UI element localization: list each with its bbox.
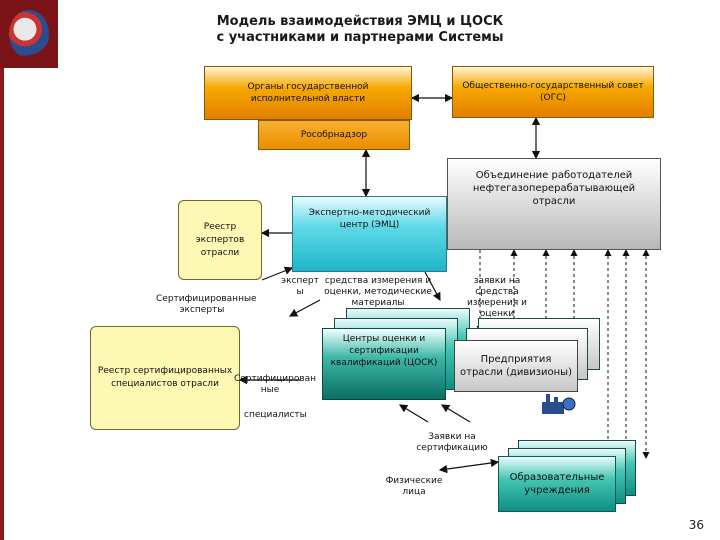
arrow-emc-centers-means <box>424 271 441 302</box>
public-council-box: Общественно-государственный совет (ОГС) <box>452 66 654 118</box>
registry-specialists-scroll: Реестр сертифицированных специалистов от… <box>90 326 240 430</box>
label-applications-means: заявки на средства измерения и оценки <box>466 276 528 319</box>
centers-box: Центры оценки и сертификации квалификаци… <box>322 328 446 400</box>
gov-bodies-box: Органы государственной исполнительной вл… <box>204 66 412 120</box>
logo-icon <box>9 10 49 58</box>
left-accent-line <box>0 68 4 540</box>
emc-box: Экспертно-методический центр (ЭМЦ) <box>292 196 447 272</box>
page-number: 36 <box>688 518 704 532</box>
enterprises-box: Предприятия отрасли (дивизионы) <box>454 340 578 392</box>
label-specialists: специалисты <box>244 410 307 420</box>
factory-icon <box>540 392 576 416</box>
edu-box: Образовательные учреждения <box>498 456 616 512</box>
arrow-edu-individuals <box>438 458 500 474</box>
page-title: Модель взаимодействия ЭМЦ и ЦОСК с участ… <box>150 14 570 46</box>
rosobrnadzor-box: Рособрнадзор <box>258 120 410 150</box>
title-line-1: Модель взаимодействия ЭМЦ и ЦОСК <box>216 14 504 29</box>
title-line-2: с участниками и партнерами Системы <box>216 30 504 45</box>
arrow-centers-individuals <box>398 404 471 423</box>
employers-union-box: Объединение работодателей нефтегазоперер… <box>447 158 661 250</box>
label-applications-cert: Заявки на сертификацию <box>416 432 488 453</box>
label-certified-experts: Сертифицированные эксперты <box>156 294 257 315</box>
label-certified: Сертифицирован ные <box>234 374 317 395</box>
registry-experts-scroll: Реестр экспертов отрасли <box>178 200 262 280</box>
label-measurement-means: средства измерения и оценки, методически… <box>324 276 432 308</box>
label-experts: эксперт ы <box>281 276 319 297</box>
label-individuals: Физические лица <box>385 476 443 497</box>
arrow-experts-emc <box>261 266 321 317</box>
